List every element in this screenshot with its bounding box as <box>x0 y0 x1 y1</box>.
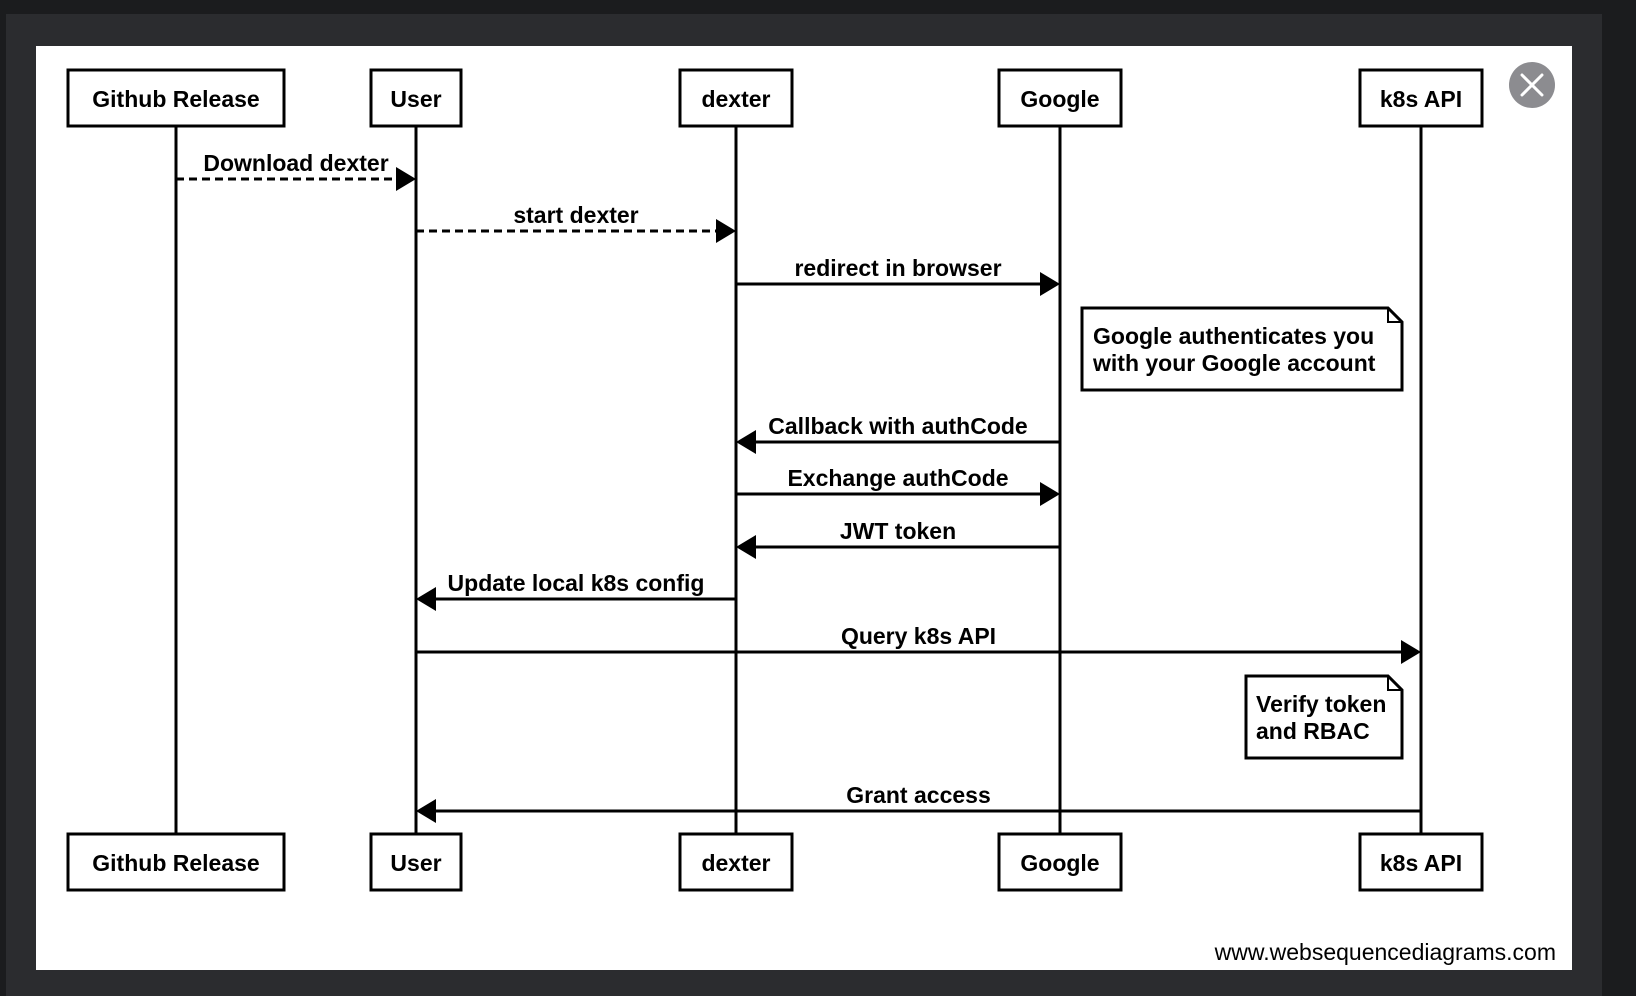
note-text-line: Verify token <box>1256 691 1386 717</box>
participant-label: Github Release <box>92 86 259 112</box>
participant-label: dexter <box>701 850 770 876</box>
participant-dexter-bottom: dexter <box>678 832 794 892</box>
message-label: Query k8s API <box>841 623 996 649</box>
participant-google-top: Google <box>997 68 1123 128</box>
message-label: Grant access <box>846 782 990 808</box>
message-arrow: Callback with authCode <box>736 413 1060 454</box>
message-arrow: redirect in browser <box>736 255 1060 296</box>
watermark-text: www.websequencediagrams.com <box>1214 939 1556 965</box>
message-arrow: Download dexter <box>176 150 416 191</box>
message-arrow: Exchange authCode <box>736 465 1060 506</box>
message-arrow: Grant access <box>416 782 1421 823</box>
note-text-line: Google authenticates you <box>1093 323 1374 349</box>
message-arrow: start dexter <box>416 202 736 243</box>
message-label: redirect in browser <box>794 255 1001 281</box>
note-text-line: and RBAC <box>1256 718 1370 744</box>
participant-github-top: Github Release <box>66 68 286 128</box>
participant-user-bottom: User <box>369 832 463 892</box>
participant-label: Github Release <box>92 850 259 876</box>
participant-github-bottom: Github Release <box>66 832 286 892</box>
message-label: JWT token <box>840 518 956 544</box>
participant-label: User <box>390 86 441 112</box>
message-label: Exchange authCode <box>787 465 1008 491</box>
message-label: Download dexter <box>203 150 388 176</box>
participant-k8s-top: k8s API <box>1358 68 1484 128</box>
message-label: start dexter <box>513 202 638 228</box>
participant-dexter-top: dexter <box>678 68 794 128</box>
message-label: Update local k8s config <box>448 570 705 596</box>
message-label: Callback with authCode <box>768 413 1027 439</box>
participant-label: Google <box>1020 850 1099 876</box>
participant-label: k8s API <box>1380 850 1462 876</box>
note-text-line: with your Google account <box>1092 350 1376 376</box>
message-arrow: Update local k8s config <box>416 570 736 611</box>
close-icon <box>1520 73 1544 97</box>
message-arrow: Query k8s API <box>416 623 1421 664</box>
message-arrow: JWT token <box>736 518 1060 559</box>
participant-label: Google <box>1020 86 1099 112</box>
close-button[interactable] <box>1509 62 1555 108</box>
participant-label: k8s API <box>1380 86 1462 112</box>
participant-k8s-bottom: k8s API <box>1358 832 1484 892</box>
participant-label: User <box>390 850 441 876</box>
participant-label: dexter <box>701 86 770 112</box>
participant-user-top: User <box>369 68 463 128</box>
participant-google-bottom: Google <box>997 832 1123 892</box>
